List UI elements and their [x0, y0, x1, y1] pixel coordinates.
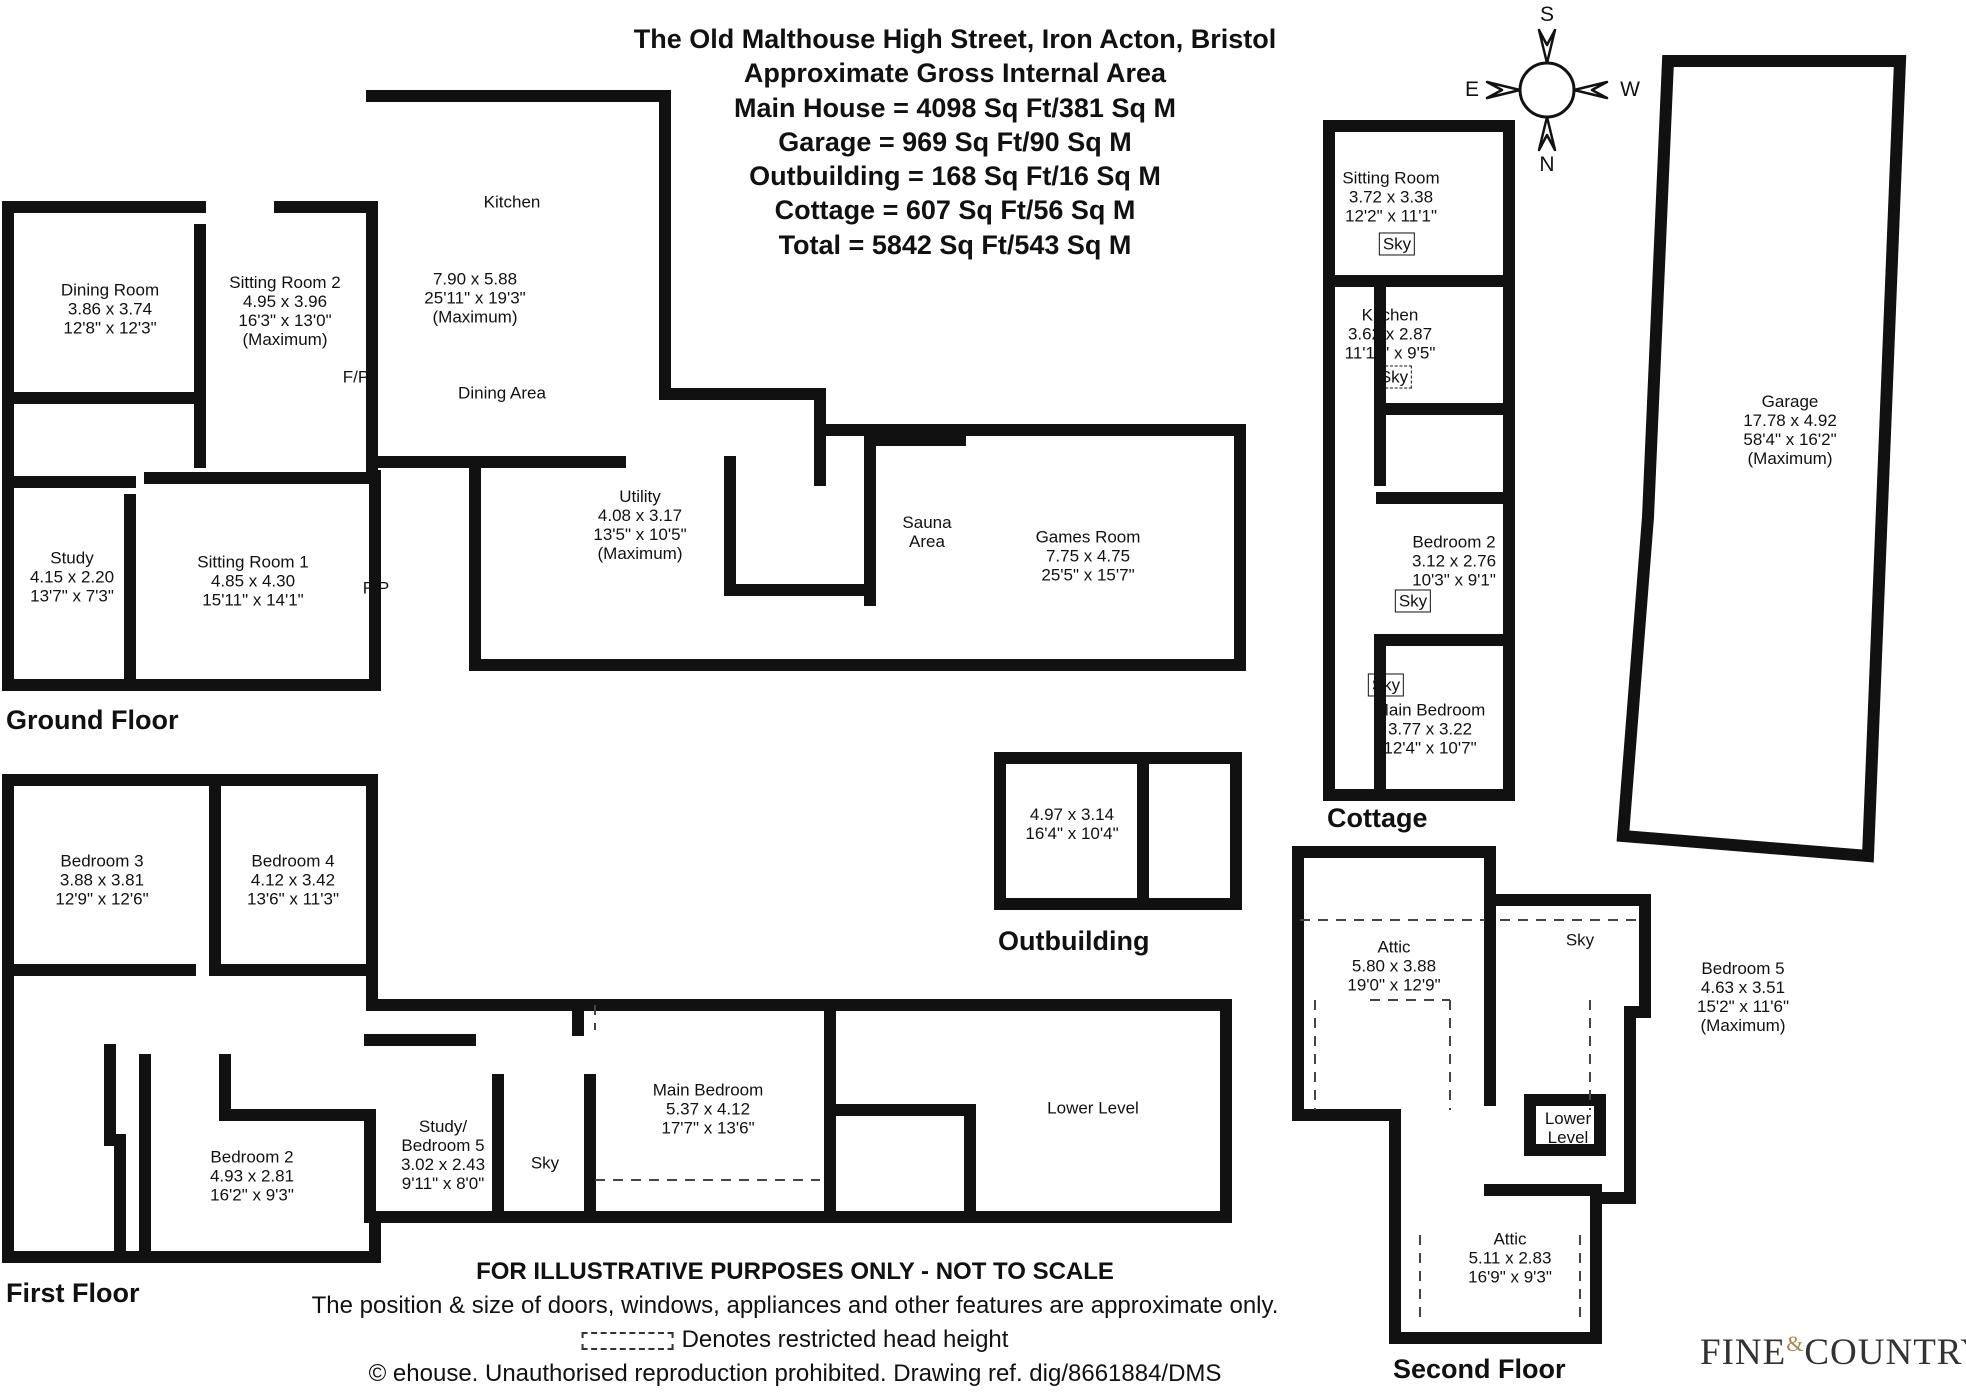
room-sauna-area: Sauna Area [902, 512, 952, 551]
garage-area: Garage = 969 Sq Ft/90 Sq M [778, 126, 1132, 157]
room-cottage-main-bedroom: Main Bedroom 3.77 x 3.22 12'4" x 10'7" [1374, 700, 1486, 758]
total-area: Total = 5842 Sq Ft/543 Sq M [778, 229, 1132, 260]
restricted-head-height-legend: Denotes restricted head height [581, 1326, 1008, 1354]
room-study-bedroom-5: Study/ Bedroom 5 3.02 x 2.43 9'11" x 8'0… [400, 1116, 486, 1194]
room-bedroom-3: Bedroom 3 3.88 x 3.81 12'9" x 12'6" [55, 851, 149, 909]
plan-header: The Old Malthouse High Street, Iron Acto… [634, 22, 1277, 262]
compass-south-label: S [1539, 3, 1555, 26]
dashed-legend-icon [581, 1331, 674, 1350]
ground-floor-walls [2, 90, 1246, 691]
fireplace-label-2: F/P [362, 578, 390, 598]
compass-west-label: W [1620, 78, 1640, 101]
room-utility: Utility 4.08 x 3.17 13'5" x 10'5" (Maxim… [593, 486, 687, 564]
room-sitting-room-2: Sitting Room 2 4.95 x 3.96 16'3" x 13'0"… [229, 272, 341, 350]
compass-rose [1485, 28, 1609, 152]
skylight-cottage-sitting: Sky [1378, 232, 1416, 256]
floor-label-first: First Floor [6, 1278, 140, 1308]
skylight-label-first-floor: Sky [530, 1153, 560, 1173]
property-address: The Old Malthouse High Street, Iron Acto… [633, 24, 1277, 54]
cottage-area: Cottage = 607 Sq Ft/56 Sq M [774, 195, 1136, 226]
cottage-walls [1323, 120, 1515, 801]
fireplace-label-1: F/P [342, 367, 370, 387]
floor-label-outbuilding: Outbuilding [998, 926, 1150, 956]
first-floor-walls [2, 774, 1232, 1263]
room-garage: Garage 17.78 x 4.92 58'4" x 16'2" (Maxim… [1743, 391, 1837, 469]
room-outbuilding: 4.97 x 3.14 16'4" x 10'4" [1025, 804, 1119, 843]
disclaimer-title: FOR ILLUSTRATIVE PURPOSES ONLY - NOT TO … [476, 1258, 1114, 1285]
floor-label-ground: Ground Floor [6, 705, 179, 735]
room-games-room: Games Room 7.75 x 4.75 25'5" x 15'7" [1035, 527, 1141, 585]
room-lower-level: Lower Level [1047, 1098, 1139, 1118]
skylight-cottage-main-bedroom: Sky [1367, 673, 1405, 697]
room-cottage-bedroom-2: Bedroom 2 3.12 x 2.76 10'3" x 9'1" [1411, 532, 1497, 590]
skylight-cottage-bedroom-2: Sky [1394, 589, 1432, 613]
garage-walls [1616, 55, 1907, 863]
room-bedroom-2: Bedroom 2 4.93 x 2.81 16'2" x 9'3" [209, 1147, 295, 1205]
area-subtitle: Approximate Gross Internal Area [743, 58, 1167, 89]
main-house-area: Main House = 4098 Sq Ft/381 Sq M [734, 92, 1176, 123]
outbuilding-walls [994, 752, 1242, 910]
outbuilding-area: Outbuilding = 168 Sq Ft/16 Sq M [749, 161, 1161, 192]
room-bedroom-4: Bedroom 4 4.12 x 3.42 13'6" x 11'3" [247, 851, 339, 909]
skylight-cottage-kitchen: Sky [1375, 365, 1413, 389]
room-bedroom-5: Bedroom 5 4.63 x 3.51 15'2" x 11'6" (Max… [1697, 958, 1789, 1036]
skylight-bedroom-5: Sky [1565, 930, 1595, 950]
disclaimer-text: The position & size of doors, windows, a… [311, 1292, 1279, 1319]
room-dining-room: Dining Room 3.86 x 3.74 12'8" x 12'3" [60, 280, 160, 338]
floor-label-cottage: Cottage [1327, 803, 1428, 833]
room-study: Study 4.15 x 2.20 13'7" x 7'3" [29, 548, 115, 606]
copyright-notice: © ehouse. Unauthorised reproduction proh… [368, 1360, 1222, 1387]
fine-and-country-logo: FINE&COUNTRY [1700, 1331, 1966, 1373]
floor-label-second: Second Floor [1393, 1354, 1566, 1384]
compass-east-label: E [1464, 78, 1480, 101]
room-sitting-room-1: Sitting Room 1 4.85 x 4.30 15'11" x 14'1… [197, 552, 309, 610]
room-kitchen-dimensions: 7.90 x 5.88 25'11" x 19'3" (Maximum) [424, 269, 526, 327]
room-kitchen-label: Kitchen [483, 192, 541, 212]
room-attic-1: Attic 5.80 x 3.88 19'0" x 12'9" [1347, 937, 1441, 995]
room-attic-2: Attic 5.11 x 2.83 16'9" x 9'3" [1468, 1229, 1552, 1287]
second-floor-walls [1292, 846, 1651, 1344]
compass-north-label: N [1539, 153, 1555, 176]
room-cottage-kitchen: Kitchen 3.62 x 2.87 11'11" x 9'5" [1344, 305, 1436, 363]
room-second-lower-level: Lower Level [1544, 1108, 1592, 1147]
room-main-bedroom: Main Bedroom 5.37 x 4.12 17'7" x 13'6" [652, 1080, 764, 1138]
room-cottage-sitting-room: Sitting Room 3.72 x 3.38 12'2" x 11'1" [1342, 168, 1440, 226]
room-dining-area: Dining Area [458, 383, 546, 403]
